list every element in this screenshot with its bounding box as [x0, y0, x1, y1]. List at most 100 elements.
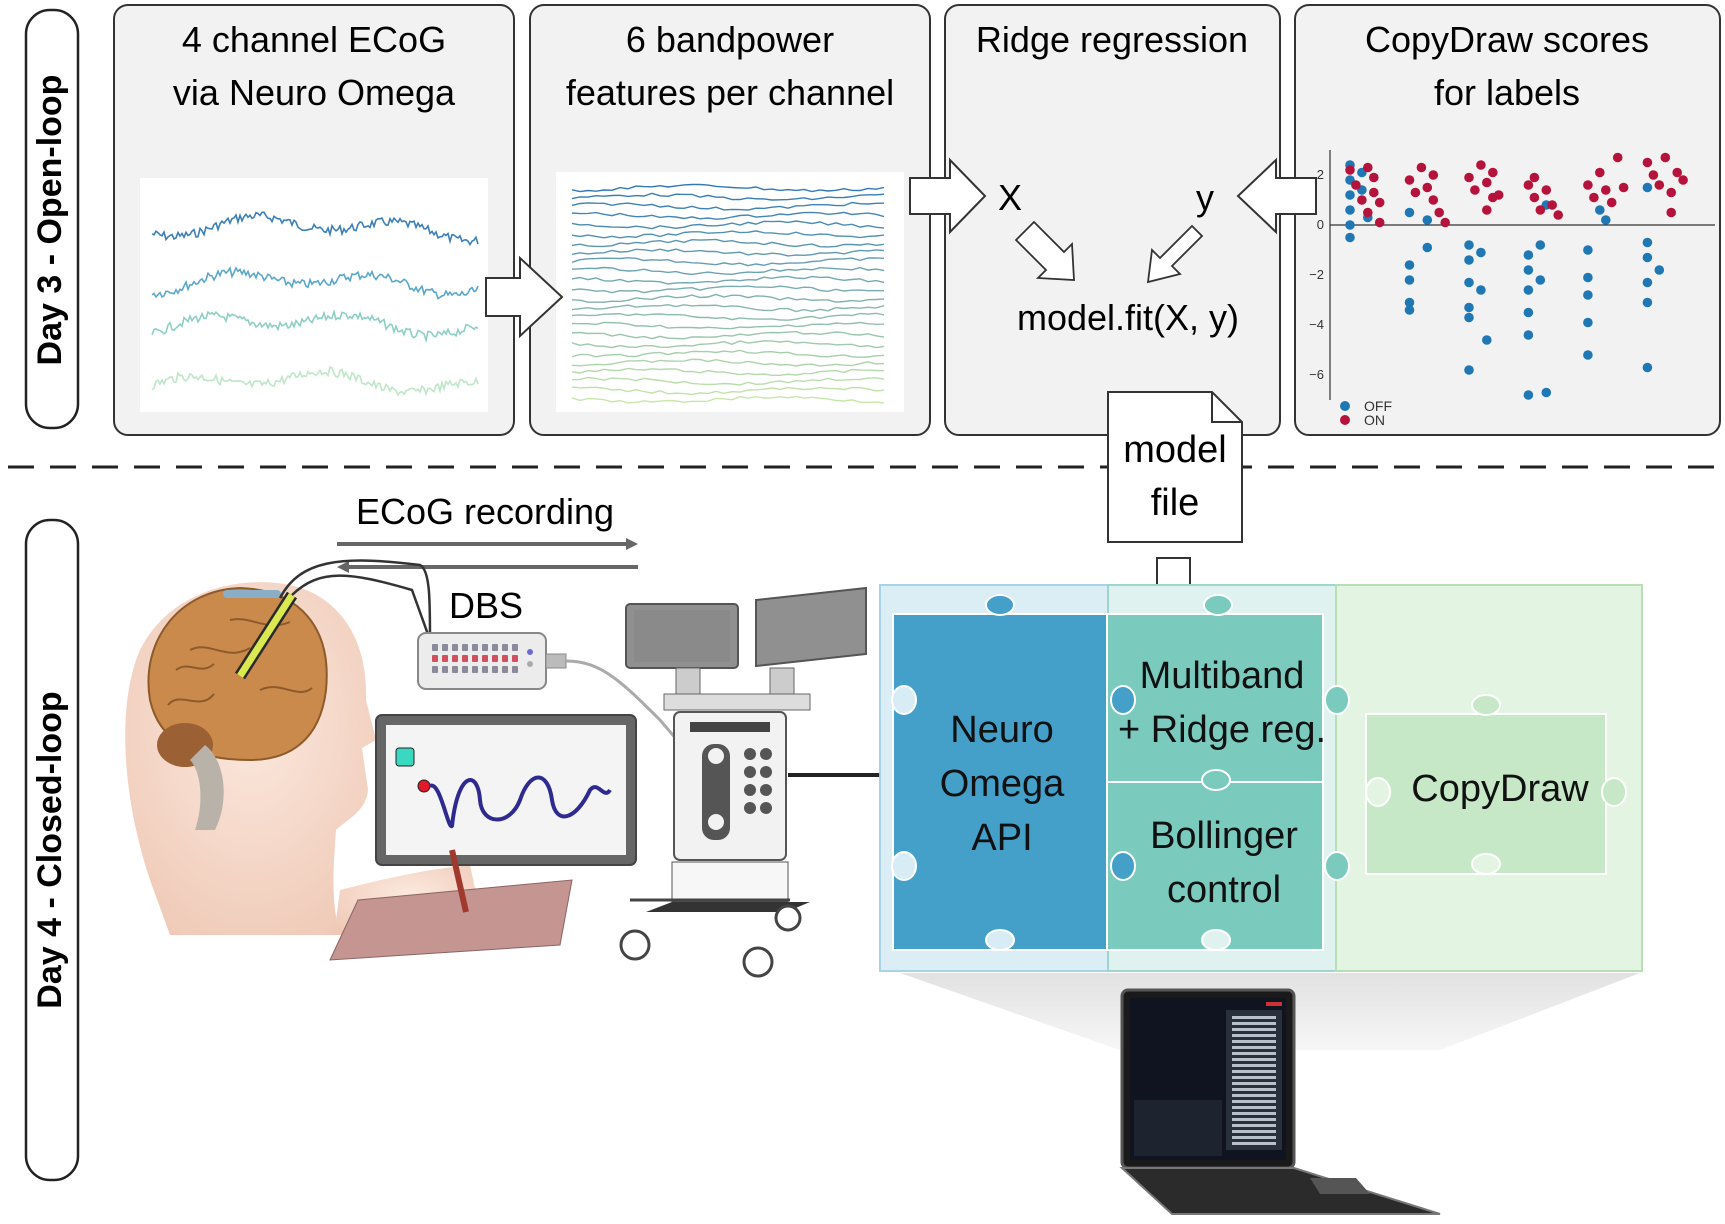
bandpower-trace: [571, 386, 885, 396]
panel-bandpower-title-1: 6 bandpower: [626, 19, 834, 60]
scatter-point-on: [1470, 185, 1480, 195]
ecog-recording-label: ECoG recording: [356, 491, 614, 532]
scatter-point-off: [1583, 350, 1593, 360]
scatter-point-on: [1654, 180, 1665, 190]
panel-ridge: Ridge regression X y model.fit(X, y): [944, 4, 1281, 436]
scatter-point-on: [1660, 152, 1671, 163]
bandpower-trace: [571, 340, 885, 349]
scatter-point-on: [1363, 162, 1373, 173]
scatter-point-on: [1606, 197, 1617, 208]
y-tick-label: −6: [1309, 367, 1324, 382]
legend-marker: [1340, 415, 1350, 425]
scatter-point-on: [1612, 152, 1623, 163]
copydraw-module-label: CopyDraw: [1411, 768, 1589, 810]
scatter-point-off: [1583, 245, 1593, 255]
bandpower-trace: [571, 192, 885, 201]
scatter-point-off: [1404, 275, 1415, 285]
scatter-point-off: [1601, 215, 1611, 225]
scatter-point-on: [1374, 217, 1385, 228]
scatter-point-off: [1523, 265, 1534, 275]
scatter-point-on: [1595, 167, 1605, 178]
legend-label: ON: [1364, 412, 1385, 428]
scatter-point-on: [1541, 185, 1552, 195]
scatter-point-on: [1357, 195, 1367, 205]
scatter-point-on: [1464, 172, 1474, 183]
scatter-point-on: [1672, 167, 1682, 178]
bandpower-trace: [571, 321, 885, 330]
scatter-point-on: [1374, 197, 1385, 208]
puzzle-copydraw: CopyDraw: [1365, 694, 1627, 875]
bandpower-trace: [571, 275, 885, 285]
scatter-point-off: [1642, 297, 1653, 308]
day4-text: Day 4 - Closed-loop: [31, 691, 69, 1008]
scatter-point-off: [1404, 305, 1415, 315]
ecog-traces: [151, 211, 479, 397]
scatter-point-on: [1440, 217, 1450, 228]
scatter-point-off: [1464, 277, 1474, 288]
panel-bandpower-title-2: features per channel: [566, 72, 894, 113]
bandpower-traces: [571, 183, 885, 404]
scatter-point-off: [1535, 275, 1546, 285]
copydraw-title-2: for labels: [1434, 72, 1580, 113]
ecog-trace: [151, 266, 479, 300]
scatter-point-off: [1654, 265, 1665, 275]
scatter-point-on: [1666, 187, 1676, 198]
bandpower-trace: [571, 183, 885, 193]
ridge-y: y: [1196, 177, 1214, 218]
scatter-point-on: [1482, 177, 1492, 188]
scatter-point-off: [1345, 205, 1355, 215]
scatter-point-off: [1464, 255, 1474, 265]
ridge-title: Ridge regression: [976, 19, 1248, 60]
scatter-point-off: [1523, 250, 1534, 260]
puzzle-bollinger-control: Bollinger control: [1106, 769, 1350, 951]
scatter-point-on: [1363, 207, 1373, 218]
scatter-point-on: [1589, 192, 1599, 203]
bandpower-trace: [571, 349, 885, 359]
bandpower-trace: [571, 230, 885, 239]
scatter-point-off: [1345, 232, 1355, 243]
bandpower-trace: [571, 330, 885, 340]
bandpower-trace: [571, 285, 885, 294]
scatter-point-on: [1482, 205, 1492, 215]
scatter-point-on: [1369, 187, 1379, 198]
y-tick-label: 2: [1317, 167, 1324, 182]
scatter-point-off: [1583, 272, 1593, 283]
neuro-omega-line3: API: [971, 817, 1032, 859]
bandpower-trace: [571, 395, 885, 404]
scatter-point-on: [1345, 165, 1355, 175]
y-tick-label: −4: [1309, 317, 1324, 332]
scatter-point-off: [1642, 252, 1653, 263]
neuro-omega-line2: Omega: [940, 763, 1065, 805]
ecog-trace: [151, 365, 479, 397]
scatter-point-on: [1488, 167, 1498, 178]
scatter-point-on: [1529, 192, 1540, 203]
neuro-omega-system: [619, 586, 867, 978]
scatter-point-off: [1476, 247, 1486, 258]
puzzle-multiband-ridge: Multiband + Ridge reg.: [1106, 594, 1350, 783]
arrow-dbs-stim: [337, 561, 638, 573]
ridge-fit: model.fit(X, y): [1017, 297, 1239, 338]
y-tick-label: −2: [1309, 267, 1324, 282]
bandpower-trace: [571, 220, 885, 230]
legend-marker: [1340, 401, 1350, 411]
scatter-point-on: [1434, 207, 1444, 218]
scatter-point-off: [1422, 242, 1433, 253]
scatter-point-on: [1493, 190, 1504, 200]
panel-ecog: 4 channel ECoG via Neuro Omega: [113, 4, 515, 436]
arrow-ecog-recording: [337, 538, 638, 550]
bandpower-trace: [571, 376, 885, 386]
scatter-point-off: [1464, 240, 1474, 250]
scatter-point-on: [1410, 187, 1421, 198]
scatter-point-off: [1523, 390, 1534, 400]
dbs-label: DBS: [449, 585, 523, 626]
arrow-x-to-fit: [1014, 220, 1075, 281]
panel-ecog-title-2: via Neuro Omega: [173, 72, 456, 113]
scatter-point-off: [1583, 317, 1593, 328]
bandpower-trace: [571, 211, 885, 220]
bandpower-trace: [571, 238, 885, 248]
scatter-point-off: [1345, 220, 1355, 230]
model-file-line1: model: [1123, 429, 1227, 471]
scatter-point-off: [1464, 365, 1474, 375]
arrow-ecog-to-bandpower: [485, 255, 564, 339]
